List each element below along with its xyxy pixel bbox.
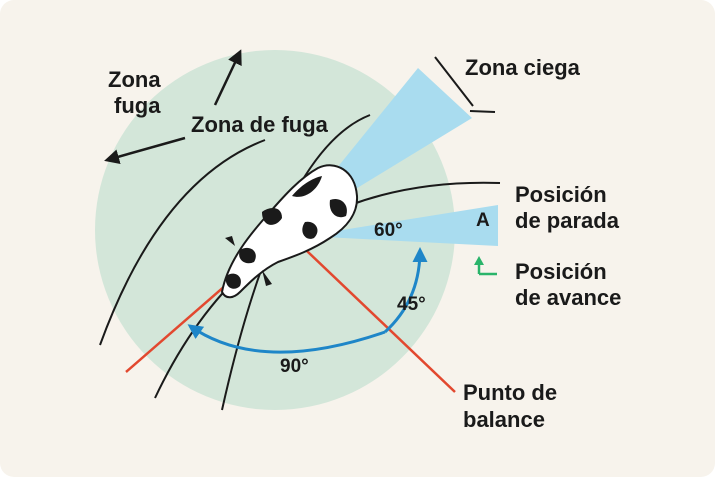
stop-position-wedge — [305, 205, 498, 246]
flight-zone-outer-label-line2: fuga — [114, 93, 161, 118]
cow-top-view-icon — [220, 164, 359, 299]
blind-zone-label: Zona ciega — [465, 55, 581, 80]
advance-position-label-line1: Posición — [515, 259, 607, 284]
flight-zone-outer-label-line1: Zona — [108, 67, 161, 92]
flight-zone-label: Zona de fuga — [191, 112, 329, 137]
blind-zone-boundary-line — [434, 56, 474, 107]
flight-zone-arrow-left — [104, 136, 186, 164]
angle-arc-45 — [383, 247, 428, 334]
angle-90-label: 90° — [280, 356, 309, 377]
flight-zone-arrow-up — [213, 49, 242, 106]
balance-point-label-line1: Punto de — [463, 380, 557, 405]
stop-position-label-line2: de parada — [515, 208, 620, 233]
balance-point-label-line2: balance — [463, 407, 545, 432]
marker-a-label: A — [476, 210, 490, 231]
stop-position-label-line1: Posición — [515, 182, 607, 207]
corner-arrow-icon — [474, 256, 497, 276]
angle-arc-90 — [187, 324, 386, 354]
balance-line-right — [286, 231, 456, 393]
blind-zone-tick-line — [469, 110, 496, 113]
angle-45-label: 45° — [397, 294, 426, 315]
advance-position-label-line2: de avance — [515, 285, 621, 310]
race-curve-lower — [99, 139, 266, 346]
angle-60-label: 60° — [374, 220, 403, 241]
